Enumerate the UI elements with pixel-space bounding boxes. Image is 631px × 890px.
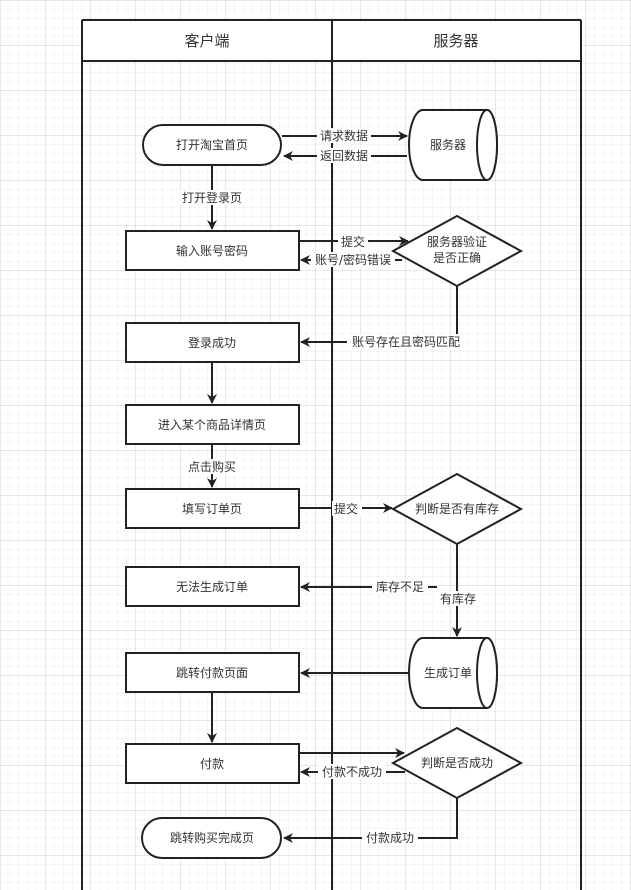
node-check-payment: 判断是否成功 xyxy=(390,726,524,800)
node-label: 生成订单 xyxy=(424,666,472,680)
edge-label-open-login: 打开登录页 xyxy=(182,190,242,205)
edge-out-of-stock: 库存不足 xyxy=(300,579,437,594)
edge-submit-login: 提交 xyxy=(299,234,409,249)
edge-label-in-stock: 有库存 xyxy=(440,591,476,606)
node-purchase-done: 跳转购买完成页 xyxy=(141,817,282,859)
node-label: 付款 xyxy=(200,757,224,771)
edge-pay-failed: 付款不成功 xyxy=(300,764,405,779)
node-label: 跳转购买完成页 xyxy=(170,830,254,845)
edge-login-match: 账号存在且密码匹配 xyxy=(300,286,465,349)
node-label: 输入账号密码 xyxy=(176,243,248,258)
edge-label-click-buy: 点击购买 xyxy=(188,459,236,474)
edge-label-pay-success: 付款成功 xyxy=(366,831,414,845)
node-create-order: 生成订单 xyxy=(408,637,498,709)
node-input-credentials: 输入账号密码 xyxy=(125,230,300,271)
node-label: 填写订单页 xyxy=(182,502,242,516)
node-label: 跳转付款页面 xyxy=(176,665,248,680)
swimlane-pool: 客户端 服务器 xyxy=(81,19,582,890)
node-label: 打开淘宝首页 xyxy=(176,138,248,152)
edge-label-login-error: 账号/密码错误 xyxy=(315,252,391,267)
edge-open-login: 打开登录页 xyxy=(178,166,246,230)
node-verify: 服务器验证 是否正确 xyxy=(390,214,524,288)
lane-title-server: 服务器 xyxy=(433,32,478,50)
edge-label-pay-failed: 付款不成功 xyxy=(322,765,382,779)
edge-submit-order: 提交 xyxy=(299,501,393,516)
node-goto-payment: 跳转付款页面 xyxy=(125,652,300,693)
edge-request-data: 请求数据 xyxy=(282,128,408,143)
edge-click-buy: 点击购买 xyxy=(184,445,240,488)
node-login-success: 登录成功 xyxy=(125,322,300,363)
edge-label-return-data: 返回数据 xyxy=(320,148,368,163)
edge-label-out-of-stock: 库存不足 xyxy=(376,579,424,594)
node-label-line2: 是否正确 xyxy=(433,251,481,265)
node-label: 进入某个商品详情页 xyxy=(158,417,266,432)
edge-label-submit-login: 提交 xyxy=(341,234,365,249)
node-label: 判断是否成功 xyxy=(421,755,493,770)
node-product-detail: 进入某个商品详情页 xyxy=(125,404,300,445)
node-label-line1: 服务器验证 xyxy=(427,234,487,249)
edge-pay-success: 付款成功 xyxy=(283,798,458,845)
node-label: 判断是否有库存 xyxy=(415,501,499,516)
node-open-home: 打开淘宝首页 xyxy=(142,124,282,166)
node-label: 登录成功 xyxy=(188,335,236,350)
edge-in-stock: 有库存 xyxy=(436,544,480,637)
node-label: 无法生成订单 xyxy=(176,580,248,594)
node-pay: 付款 xyxy=(125,743,300,784)
node-fill-order: 填写订单页 xyxy=(125,488,300,529)
edge-label-login-match: 账号存在且密码匹配 xyxy=(352,334,460,349)
node-cannot-order: 无法生成订单 xyxy=(125,566,300,607)
edge-label-submit-order: 提交 xyxy=(334,501,358,516)
node-check-stock: 判断是否有库存 xyxy=(390,472,524,546)
edge-login-error: 账号/密码错误 xyxy=(300,252,402,267)
node-server-db: 服务器 xyxy=(408,109,498,181)
edge-label-request-data: 请求数据 xyxy=(320,128,368,143)
edge-return-data: 返回数据 xyxy=(283,148,407,163)
lane-title-client: 客户端 xyxy=(184,32,229,50)
node-label: 服务器 xyxy=(430,137,466,152)
